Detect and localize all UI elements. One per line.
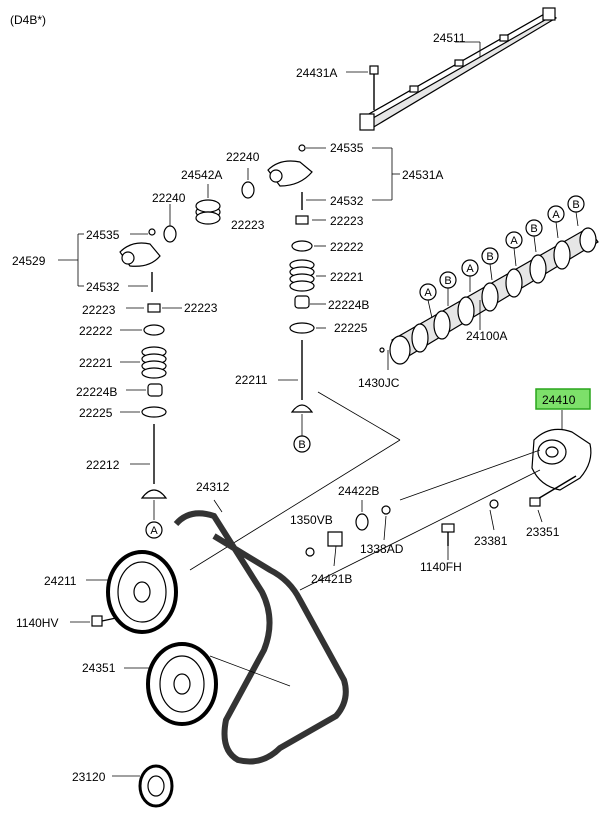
- rocker-shaft: [359, 7, 558, 131]
- timing-belt-24312: [173, 510, 349, 765]
- svg-text:A: A: [424, 287, 432, 299]
- tensioner-hardware: [305, 475, 577, 557]
- label-22224b-left[interactable]: 22224B: [76, 385, 117, 399]
- label-24421b[interactable]: 24421B: [311, 572, 352, 586]
- label-1140hv[interactable]: 1140HV: [16, 616, 58, 630]
- label-22222-left[interactable]: 22222: [79, 324, 113, 338]
- label-24542a[interactable]: 24542A: [181, 168, 222, 182]
- label-24410[interactable]: 24410: [542, 393, 576, 407]
- marker-a-valve-label: A: [150, 525, 158, 537]
- spring-24542a: [195, 199, 221, 225]
- label-24531a[interactable]: 24531A: [402, 168, 443, 182]
- label-24312[interactable]: 24312: [196, 480, 230, 494]
- tensioner-24410: [531, 428, 592, 491]
- label-22211[interactable]: 22211: [235, 373, 268, 387]
- label-24211[interactable]: 24211: [44, 574, 77, 588]
- label-24532-right[interactable]: 24532: [330, 194, 364, 208]
- label-22225-left[interactable]: 22225: [79, 406, 113, 420]
- label-23381[interactable]: 23381: [474, 534, 508, 548]
- label-23120[interactable]: 23120: [72, 770, 106, 784]
- washer-22240-left: [163, 225, 177, 243]
- label-22221-right[interactable]: 22221: [330, 270, 364, 284]
- svg-text:A: A: [466, 263, 474, 275]
- svg-text:B: B: [572, 199, 579, 211]
- label-24422b[interactable]: 24422B: [338, 484, 379, 498]
- label-22240-right[interactable]: 22240: [226, 150, 260, 164]
- label-1350vb[interactable]: 1350VB: [290, 513, 333, 527]
- marker-b-valve-label: B: [298, 439, 305, 451]
- label-24100a[interactable]: 24100A: [466, 329, 507, 343]
- svg-text:B: B: [486, 251, 493, 263]
- label-24431a[interactable]: 24431A: [296, 66, 337, 80]
- marker-a-valve: [145, 521, 163, 539]
- svg-text:A: A: [510, 235, 518, 247]
- crank-sprocket-24351: [146, 642, 218, 726]
- camshaft-24100a: [389, 227, 599, 365]
- label-22223-right-2[interactable]: 22223: [330, 214, 364, 228]
- label-1430jc[interactable]: 1430JC: [358, 376, 400, 390]
- rocker-arm-left: [119, 228, 161, 292]
- diagram-title: (D4B*): [10, 13, 46, 27]
- label-22223-left-1[interactable]: 22223: [82, 303, 116, 317]
- svg-text:B: B: [530, 223, 537, 235]
- label-22224b-right[interactable]: 22224B: [328, 298, 369, 312]
- svg-text:B: B: [444, 275, 451, 287]
- camshaft-markers: A B A B A B A B: [419, 195, 585, 319]
- pin-1430jc: [379, 347, 385, 353]
- label-22222-right[interactable]: 22222: [330, 240, 364, 254]
- label-22223-right-1[interactable]: 22223: [231, 218, 265, 232]
- washer-22240-right: [241, 181, 255, 199]
- label-23351[interactable]: 23351: [526, 525, 560, 539]
- cam-sprocket-24211: [106, 550, 178, 634]
- label-22240-left[interactable]: 22240: [152, 191, 186, 205]
- label-24535-right[interactable]: 24535: [330, 141, 364, 155]
- pulley-23120: [138, 764, 174, 808]
- part-labels: 24511 24431A 24535 24531A 22240 24542A 2…: [12, 31, 576, 784]
- bolt-24431a: [369, 65, 379, 110]
- rocker-arm-right: [267, 144, 313, 210]
- label-22225-right[interactable]: 22225: [334, 321, 368, 335]
- label-24351[interactable]: 24351: [82, 661, 116, 675]
- label-24529[interactable]: 24529: [12, 254, 46, 268]
- svg-text:A: A: [552, 209, 560, 221]
- label-24532-left[interactable]: 24532: [86, 280, 120, 294]
- valve-stack-left: [140, 303, 168, 499]
- label-1140fh[interactable]: 1140FH: [420, 560, 462, 574]
- label-22223-left-2[interactable]: 22223: [184, 301, 218, 315]
- label-1338ad[interactable]: 1338AD: [360, 542, 404, 556]
- label-22212[interactable]: 22212: [86, 458, 120, 472]
- bolt-1140hv: [91, 615, 117, 627]
- valve-stack-right: [289, 215, 315, 413]
- highlight-box-24410: [535, 388, 591, 410]
- label-24511[interactable]: 24511: [433, 31, 466, 45]
- label-22221-left[interactable]: 22221: [79, 356, 113, 370]
- label-24535-left[interactable]: 24535: [86, 228, 120, 242]
- marker-b-valve: [293, 435, 311, 453]
